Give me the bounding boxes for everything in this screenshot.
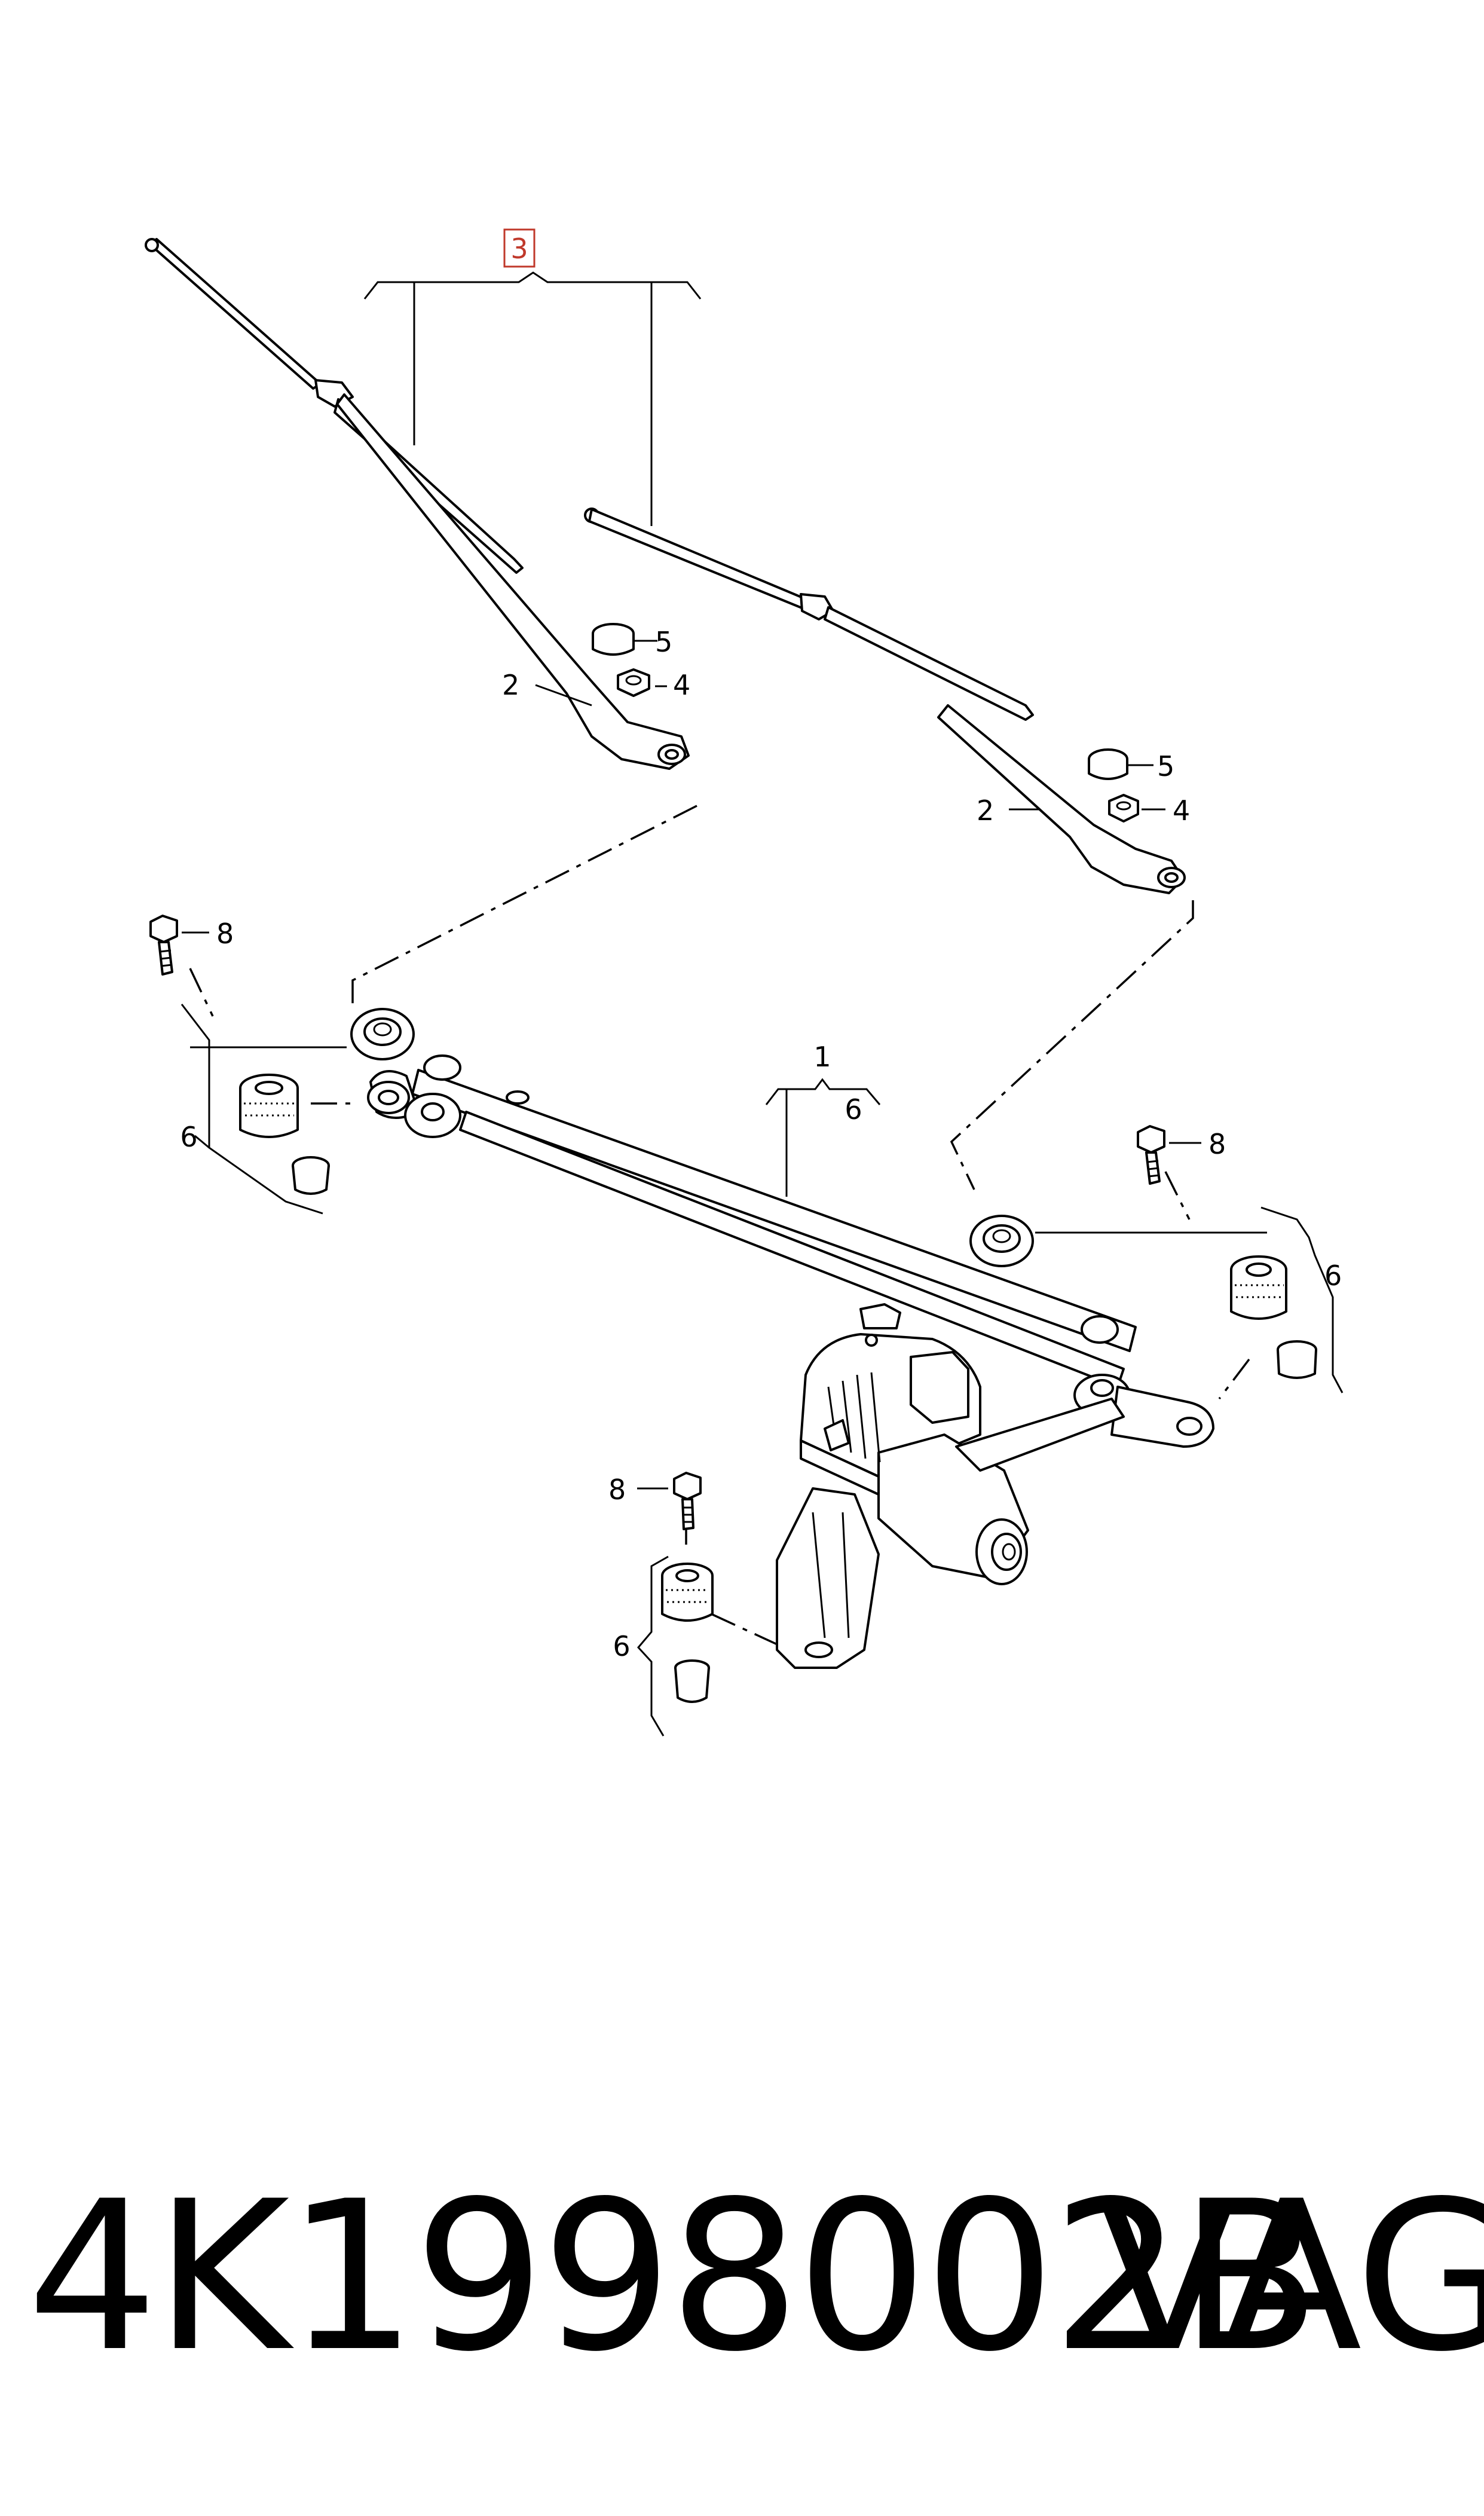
left-bolt	[149, 915, 178, 976]
callout-6-right: 6	[1324, 1259, 1342, 1292]
callout-4-left: 4	[673, 669, 690, 701]
assembly-line-right-arm	[950, 900, 1194, 1190]
assembly-line-left-mount	[189, 968, 214, 1017]
right-cap	[1088, 748, 1128, 780]
linkage-left-grommet	[350, 1008, 415, 1060]
bottom-bolt	[673, 1472, 702, 1530]
left-rubber-mount	[239, 1074, 299, 1138]
left-cap	[592, 623, 635, 656]
brand-name: VAG	[1097, 2157, 1484, 2397]
assembly-line-right-mount	[1164, 1171, 1191, 1220]
callout-6-left: 6	[180, 1121, 197, 1153]
right-wiper-blade	[584, 508, 1034, 721]
right-nut	[1108, 794, 1139, 823]
wiper-motor	[776, 1333, 1125, 1669]
callout-arm-set[interactable]: 3	[503, 228, 536, 268]
left-cap-nut-leaders	[635, 640, 667, 687]
bottom-rubber-mount	[661, 1563, 714, 1622]
callout-5-right: 5	[1157, 750, 1174, 782]
right-bolt	[1137, 1125, 1165, 1185]
callout-6-linkage: 6	[844, 1093, 862, 1126]
assembly-line-left-arm	[351, 805, 697, 1010]
bottom-mount-bracket	[637, 1555, 669, 1737]
right-wiper-arm	[937, 704, 1186, 894]
part-number-footer: 4K1998002B VAG	[27, 2152, 1484, 2403]
wiper-linkage	[367, 1054, 1214, 1448]
callout-2-left: 2	[502, 669, 519, 701]
assembly-line-right-spindle	[1218, 1358, 1250, 1400]
left-nut	[617, 668, 650, 697]
linkage-bracket	[765, 1078, 881, 1197]
callout-5-left: 5	[655, 626, 672, 658]
callout-8-bottom: 8	[608, 1473, 626, 1506]
wiper-assembly-diagram: 3 5 4 2	[145, 228, 1344, 1737]
right-rubber-mount	[1230, 1255, 1287, 1320]
callout-4-right: 4	[1173, 794, 1190, 827]
left-wiper-arm	[336, 393, 690, 770]
callout-2-right: 2	[977, 794, 994, 827]
right-sleeve	[1277, 1340, 1317, 1379]
callout-8-right: 8	[1208, 1128, 1226, 1160]
callout-1: 1	[813, 1041, 831, 1073]
left-sleeve	[292, 1156, 330, 1195]
grommet-leaders	[190, 1046, 1267, 1234]
left-mount-bracket	[180, 1004, 323, 1215]
left-arm-leader	[535, 684, 592, 707]
callout-6-bottom: 6	[613, 1630, 630, 1662]
callout-3-label: 3	[510, 233, 528, 265]
right-mount-bracket	[1260, 1206, 1344, 1393]
callout-8-left: 8	[216, 918, 234, 950]
right-cap-nut-leaders	[1127, 764, 1165, 811]
linkage-right-grommet	[969, 1215, 1034, 1267]
part-number: 4K1998002B	[27, 2157, 1321, 2397]
left-wiper-blade	[145, 238, 524, 574]
arm-set-bracket	[363, 271, 702, 526]
bottom-sleeve	[674, 1659, 710, 1703]
